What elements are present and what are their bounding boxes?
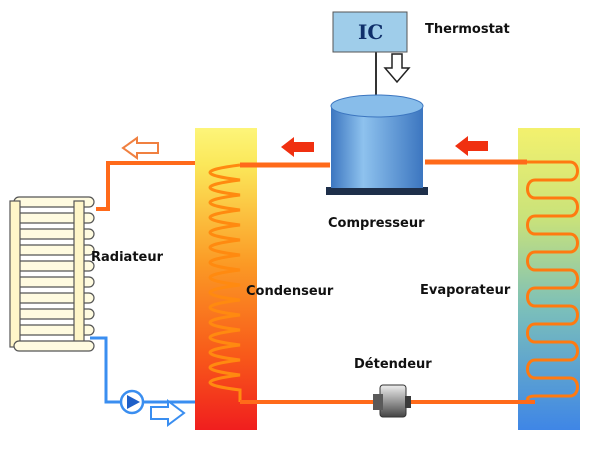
- pipe-radiator-supply: [96, 161, 195, 211]
- pump-direction-icon: [127, 395, 140, 409]
- radiator-label: Radiateur: [91, 250, 164, 265]
- expansion-valve-label: Détendeur: [354, 357, 432, 372]
- thermostat-box: [332, 11, 408, 53]
- flow-arrow-evaporator-in: [455, 136, 488, 156]
- thermostat-label: Thermostat: [425, 22, 510, 37]
- compressor-label: Compresseur: [328, 216, 425, 231]
- expansion-valve-body: [379, 384, 407, 418]
- evaporator-tank: [518, 128, 580, 430]
- evaporator-coil: [526, 160, 579, 404]
- evaporator-label: Evaporateur: [420, 283, 511, 298]
- condenser-tank: [195, 128, 257, 430]
- expansion-valve-cap: [373, 394, 383, 410]
- compressor-top: [330, 94, 424, 118]
- thermostat-ic-label: IC: [358, 20, 384, 44]
- flow-arrow-compressor-out: [281, 137, 314, 157]
- flow-arrow-cold-inlet: [150, 399, 186, 427]
- expansion-valve-stem: [405, 396, 411, 408]
- compressor-body: [331, 106, 423, 188]
- condenser-label: Condenseur: [246, 284, 334, 299]
- flow-arrow-hot-outlet: [121, 136, 159, 160]
- radiator: [9, 196, 95, 352]
- thermostat-down-arrow: [383, 53, 411, 84]
- condenser-coil: [208, 163, 242, 402]
- pipe-radiator-return: [90, 336, 195, 404]
- compressor-base: [326, 187, 428, 195]
